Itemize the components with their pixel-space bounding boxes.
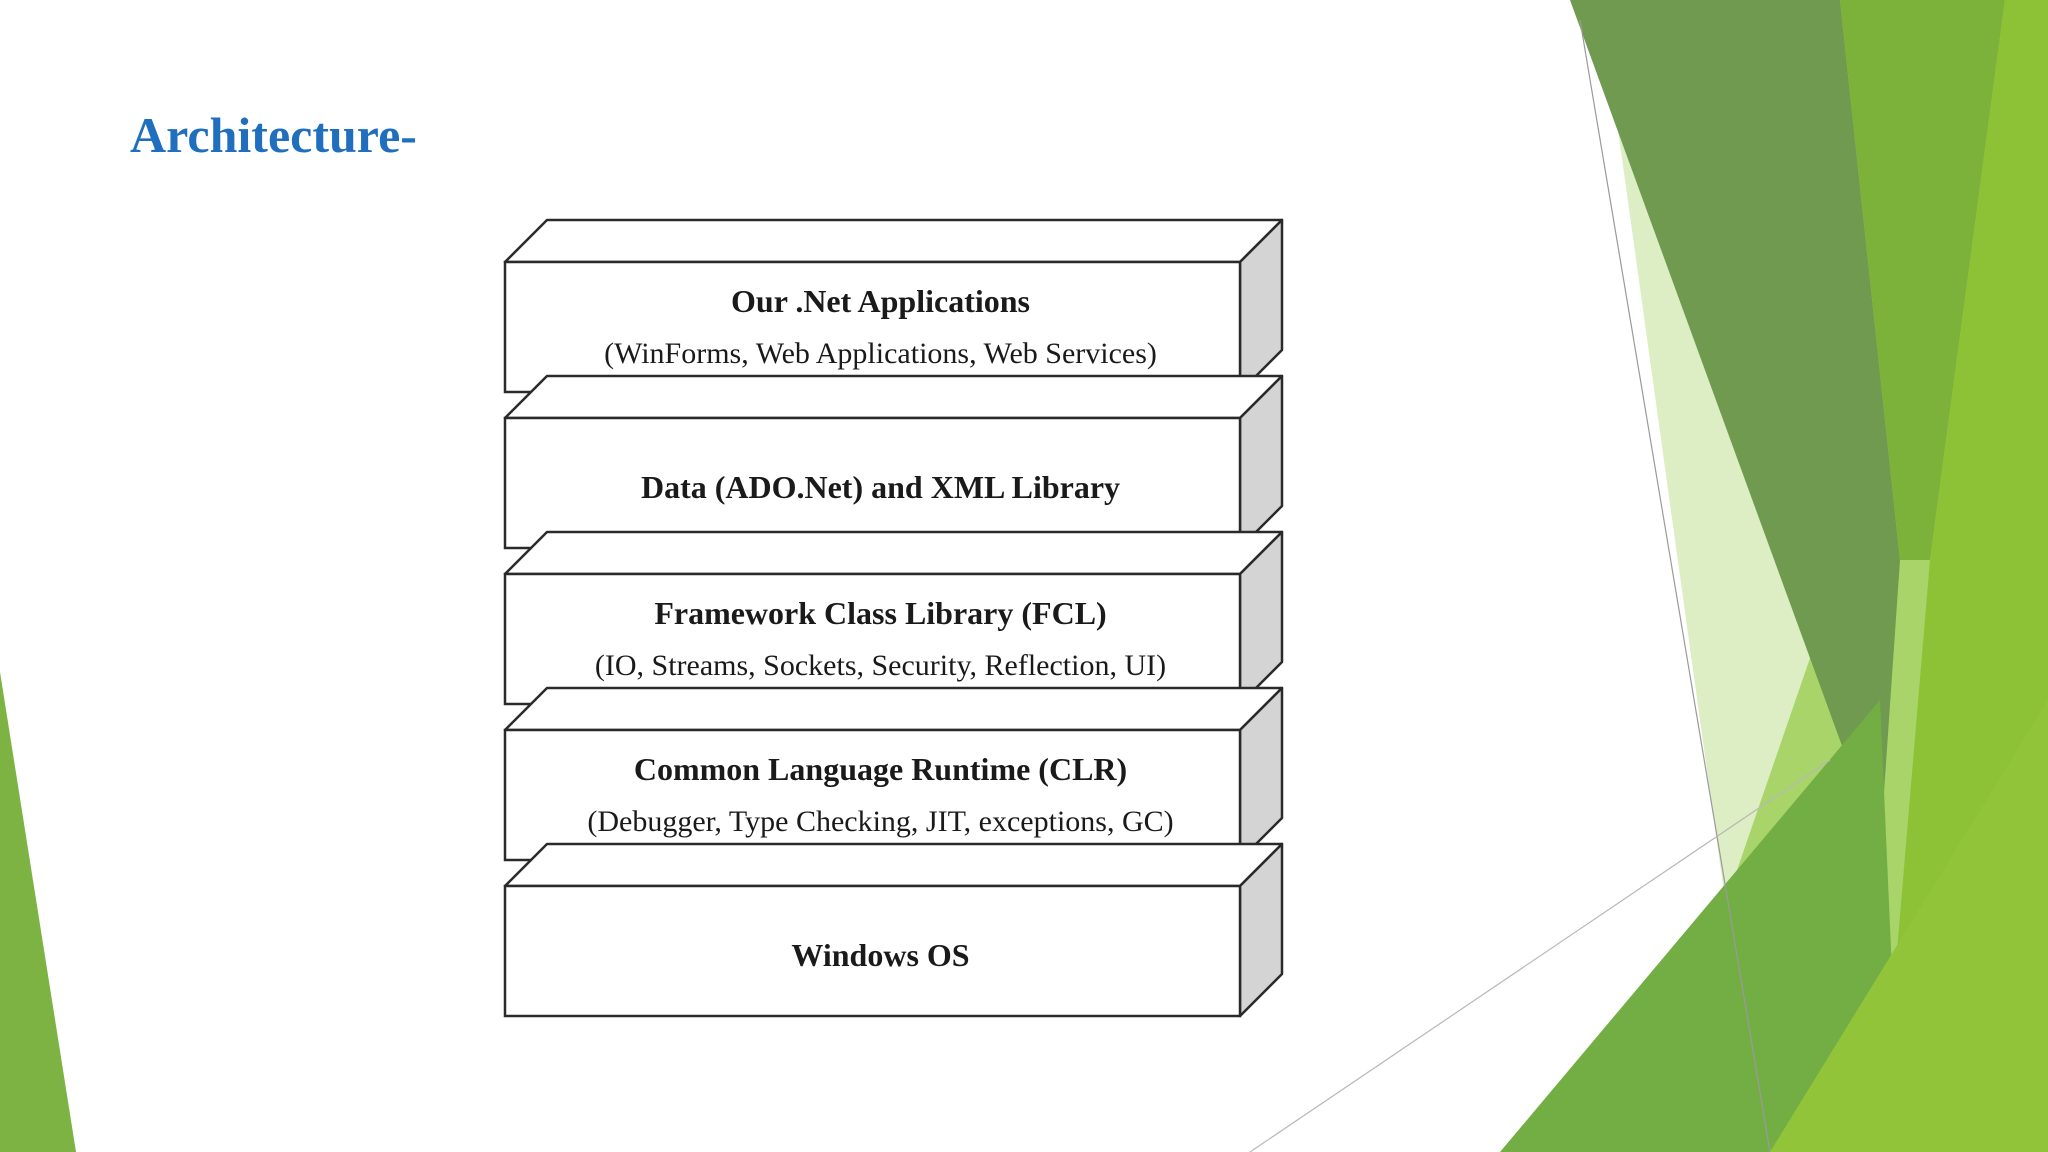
decor-line-vertical — [1579, 19, 1771, 1152]
layer-top-face — [503, 686, 1284, 732]
layer-title: Windows OS — [791, 937, 969, 973]
layer-block: Our .Net Applications (WinForms, Web Appl… — [503, 218, 1284, 394]
layer-title: Common Language Runtime (CLR) — [634, 751, 1127, 787]
layer-stack: Our .Net Applications (WinForms, Web Appl… — [503, 218, 1284, 1018]
layer-block: Framework Class Library (FCL) (IO, Stream… — [503, 530, 1284, 706]
layer-front-face — [503, 884, 1242, 1018]
right-green-lower-left — [1500, 700, 1900, 1152]
layer-title: Data (ADO.Net) and XML Library — [641, 469, 1120, 505]
layer-title: Our .Net Applications — [731, 283, 1030, 319]
layer-front-face — [503, 416, 1242, 550]
right-green-mid-band — [1840, 0, 2005, 560]
layer-top-face — [503, 218, 1284, 264]
layer-block: Windows OS — [503, 842, 1284, 1018]
left-green-accent — [0, 672, 76, 1152]
layer-top-face — [503, 374, 1284, 420]
layer-subtitle: (IO, Streams, Sockets, Security, Reflect… — [595, 649, 1166, 682]
layer-front-face — [503, 572, 1242, 706]
slide-title: Architecture- — [130, 107, 417, 163]
decor-line-diagonal — [1249, 759, 1831, 1152]
right-green-lower-right — [1770, 700, 2048, 1152]
layer-block: Data (ADO.Net) and XML Library — [503, 374, 1284, 550]
layer-subtitle: (Debugger, Type Checking, JIT, exception… — [587, 805, 1173, 838]
layer-top-face — [503, 530, 1284, 576]
layer-title: Framework Class Library (FCL) — [654, 595, 1106, 631]
layer-top-face — [503, 842, 1284, 888]
layer-front-face — [503, 260, 1242, 394]
layer-subtitle: (WinForms, Web Applications, Web Service… — [604, 337, 1157, 370]
right-green-dark-upper — [1570, 0, 1900, 850]
layer-block: Common Language Runtime (CLR) (Debugger, … — [503, 686, 1284, 862]
layer-front-face — [503, 728, 1242, 862]
